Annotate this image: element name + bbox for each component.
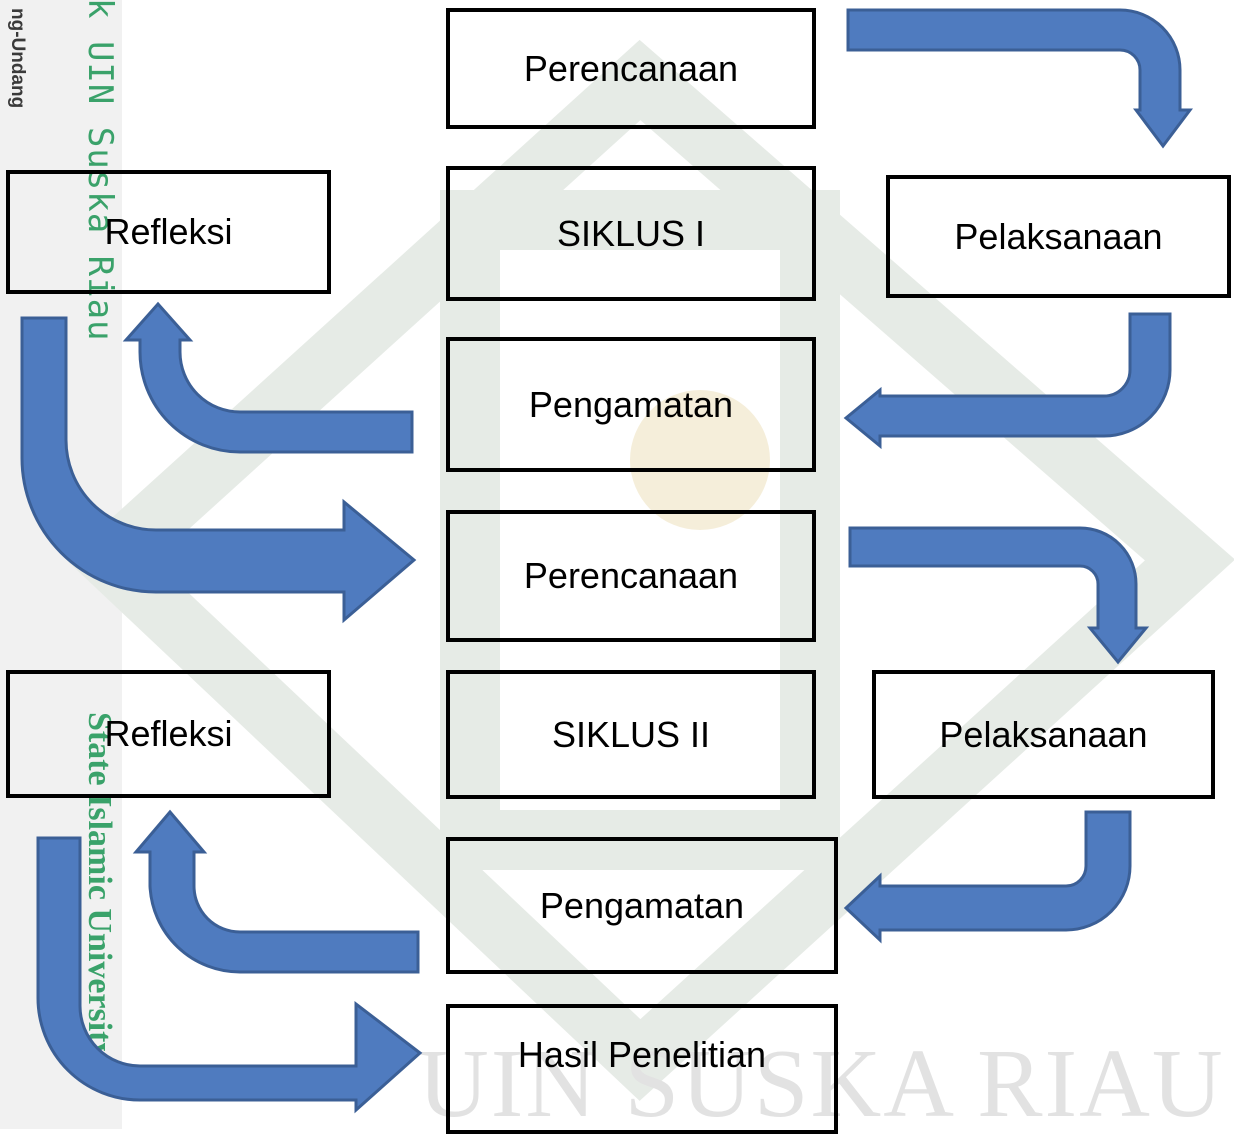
cycle2-observation-label: Pengamatan [539,884,745,926]
watermark-bottom-text: UIN SUSKA RIAU [418,1030,1225,1138]
cycle2-center-box: SIKLUS II [446,670,816,799]
cycle1-action-label: Pelaksanaan [954,215,1163,257]
cycle2-planning-label: Perencanaan [523,555,739,596]
cycle1-reflection-box: Refleksi [6,170,331,294]
cycle2-action-box: Pelaksanaan [872,670,1215,799]
watermark-emblem [630,390,770,530]
cycle1-center-label: SIKLUS I [556,212,706,254]
cycle1-reflection-label: Refleksi [104,211,233,252]
cycle2-reflection-label: Refleksi [104,713,233,754]
cycle2-action-label: Pelaksanaan [939,713,1148,755]
arrow-reflect-to-plan-2 [20,316,417,624]
arrow-plan-to-action-2 [848,526,1150,665]
cycle1-planning-box: Perencanaan [446,8,816,129]
arrow-observe-to-reflect-2 [132,809,420,974]
watermark-university-text: State Islamic University [81,712,118,1060]
cycle1-observation-box: Pengamatan [446,337,816,472]
cycle1-planning-label: Perencanaan [523,47,739,89]
cycle2-planning-box: Perencanaan [446,510,816,642]
result-label: Hasil Penelitian [517,1034,767,1075]
watermark-law-text: ng-Undang [7,8,28,109]
cycle1-observation-label: Pengamatan [528,383,734,425]
cycle2-reflection-box: Refleksi [6,670,331,798]
result-box: Hasil Penelitian [446,1004,838,1134]
arrow-observe-to-reflect-1 [122,301,414,454]
cycle1-center-box: SIKLUS I [446,166,816,301]
cycle1-action-box: Pelaksanaan [886,175,1231,298]
arrow-plan-to-action-1 [846,8,1193,149]
cycle2-center-label: SIKLUS II [551,713,711,755]
arrow-action-to-observe-2 [843,810,1132,944]
arrow-reflect-to-result [36,836,423,1114]
cycle2-observation-box: Pengamatan [446,837,838,974]
arrow-action-to-observe-1 [843,312,1172,450]
